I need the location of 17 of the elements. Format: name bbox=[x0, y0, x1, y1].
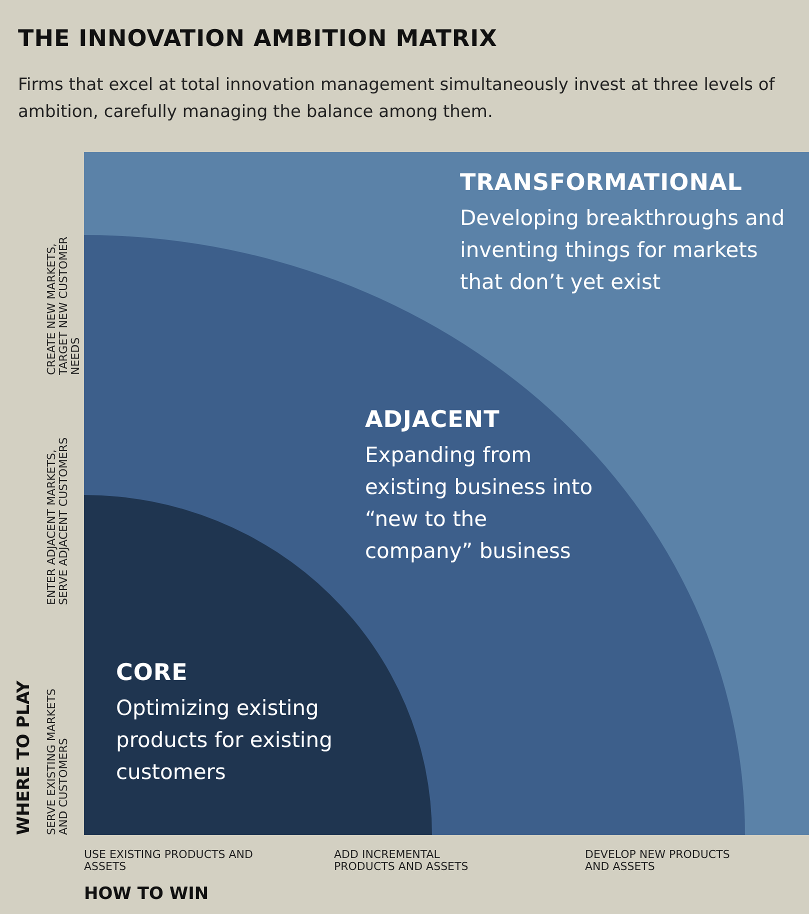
title: THE INNOVATION AMBITION MATRIX bbox=[18, 26, 498, 52]
transformational-region bbox=[84, 152, 809, 835]
axis-tick-label: ADD INCREMENTAL PRODUCTS AND ASSETS bbox=[334, 849, 470, 873]
axis-title: WHERE TO PLAY bbox=[14, 680, 34, 835]
region-heading: TRANSFORMATIONAL bbox=[460, 170, 742, 196]
axis-tick-label: USE EXISTING PRODUCTS AND ASSETS bbox=[84, 849, 254, 873]
axis-title: HOW TO WIN bbox=[84, 884, 210, 904]
region-heading: ADJACENT bbox=[365, 407, 500, 433]
axis-tick-label: CREATE NEW MARKETS, TARGET NEW CUSTOMER NEEDS bbox=[46, 236, 82, 375]
axis-tick-label: SERVE EXISTING MARKETS AND CUSTOMERS bbox=[46, 688, 70, 835]
region-description: Developing breakthroughs and inventing things for markets that don’t yet exist bbox=[460, 205, 786, 296]
region-description: Expanding from existing business into “new to the company” business bbox=[365, 442, 594, 565]
axis-tick-label: ENTER ADJACENT MARKETS, SERVE ADJACENT CUSTOMERS bbox=[46, 436, 70, 605]
axis-tick-label: DEVELOP NEW PRODUCTS AND ASSETS bbox=[585, 849, 731, 873]
region-heading: CORE bbox=[116, 660, 188, 686]
subtitle: Firms that excel at total innovation management simultaneously invest at three levels of ambition, carefully managing the balance among them. bbox=[18, 74, 776, 124]
region-description: Optimizing existing products for existing customers bbox=[116, 695, 334, 786]
